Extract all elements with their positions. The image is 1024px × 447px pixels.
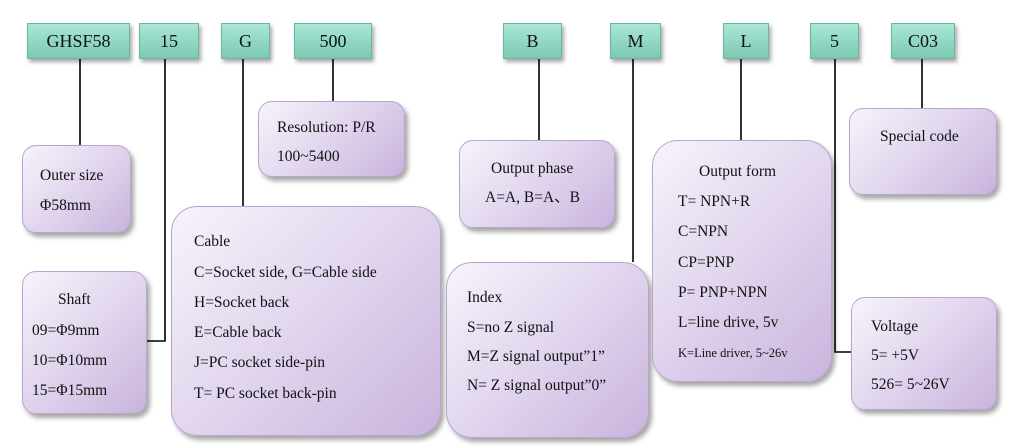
output-form-option: L=line drive, 5v bbox=[678, 314, 779, 331]
code-special: C03 bbox=[891, 23, 955, 59]
outer-size-value: Φ58mm bbox=[40, 197, 91, 214]
shaft-option: 09=Φ9mm bbox=[32, 322, 100, 339]
code-index: M bbox=[610, 23, 661, 59]
shaft-option: 10=Φ10mm bbox=[32, 352, 108, 369]
cable-option: H=Socket back bbox=[194, 294, 290, 311]
outer-size-box: Outer size Φ58mm bbox=[22, 145, 131, 233]
shaft-option: 15=Φ15mm bbox=[32, 382, 108, 399]
index-title: Index bbox=[467, 289, 503, 306]
code-resolution: 500 bbox=[294, 23, 372, 59]
code-model: GHSF58 bbox=[27, 23, 130, 59]
resolution-box: Resolution: P/R 100~5400 bbox=[258, 101, 405, 177]
shaft-box: Shaft 09=Φ9mm 10=Φ10mm 15=Φ15mm bbox=[22, 271, 147, 414]
special-code-title: Special code bbox=[880, 128, 959, 145]
cable-title: Cable bbox=[194, 233, 231, 250]
special-code-box: Special code bbox=[849, 108, 997, 195]
output-phase-value: A=A, B=A、B bbox=[485, 189, 580, 206]
output-form-option: CP=PNP bbox=[678, 254, 735, 271]
code-voltage: 5 bbox=[810, 23, 859, 59]
shaft-title: Shaft bbox=[58, 291, 91, 308]
output-form-option: P= PNP+NPN bbox=[678, 284, 768, 301]
cable-option: T= PC socket back-pin bbox=[194, 385, 337, 402]
voltage-title: Voltage bbox=[871, 318, 919, 335]
connector-voltage bbox=[834, 59, 851, 353]
output-phase-title: Output phase bbox=[491, 160, 574, 177]
index-option: M=Z signal output”1” bbox=[467, 348, 605, 365]
index-option: S=no Z signal bbox=[467, 319, 555, 336]
code-output: L bbox=[723, 23, 769, 59]
cable-box: Cable C=Socket side, G=Cable side H=Sock… bbox=[171, 206, 441, 436]
output-form-option: T= NPN+R bbox=[678, 193, 751, 210]
cable-option: E=Cable back bbox=[194, 324, 282, 341]
voltage-option: 5= +5V bbox=[871, 347, 920, 364]
code-cable: G bbox=[221, 23, 270, 59]
output-form-box: Output form T= NPN+R C=NPN CP=PNP P= PNP… bbox=[652, 140, 832, 382]
output-form-option: C=NPN bbox=[678, 223, 729, 240]
code-shaft: 15 bbox=[139, 23, 199, 59]
output-form-title: Output form bbox=[699, 163, 777, 180]
voltage-box: Voltage 5= +5V 526= 5~26V bbox=[851, 297, 997, 410]
cable-option: J=PC socket side-pin bbox=[194, 354, 326, 371]
cable-option: C=Socket side, G=Cable side bbox=[194, 264, 377, 281]
output-phase-box: Output phase A=A, B=A、B bbox=[459, 140, 615, 228]
resolution-title: Resolution: P/R bbox=[277, 119, 376, 136]
index-box: Index S=no Z signal M=Z signal output”1”… bbox=[446, 262, 649, 438]
voltage-option: 526= 5~26V bbox=[871, 376, 950, 393]
resolution-range: 100~5400 bbox=[277, 148, 340, 165]
index-option: N= Z signal output”0” bbox=[467, 377, 607, 394]
output-form-option: K=Line driver, 5~26v bbox=[678, 346, 788, 360]
code-phase: B bbox=[503, 23, 562, 59]
outer-size-title: Outer size bbox=[40, 167, 104, 184]
connector-shaft bbox=[147, 59, 166, 342]
